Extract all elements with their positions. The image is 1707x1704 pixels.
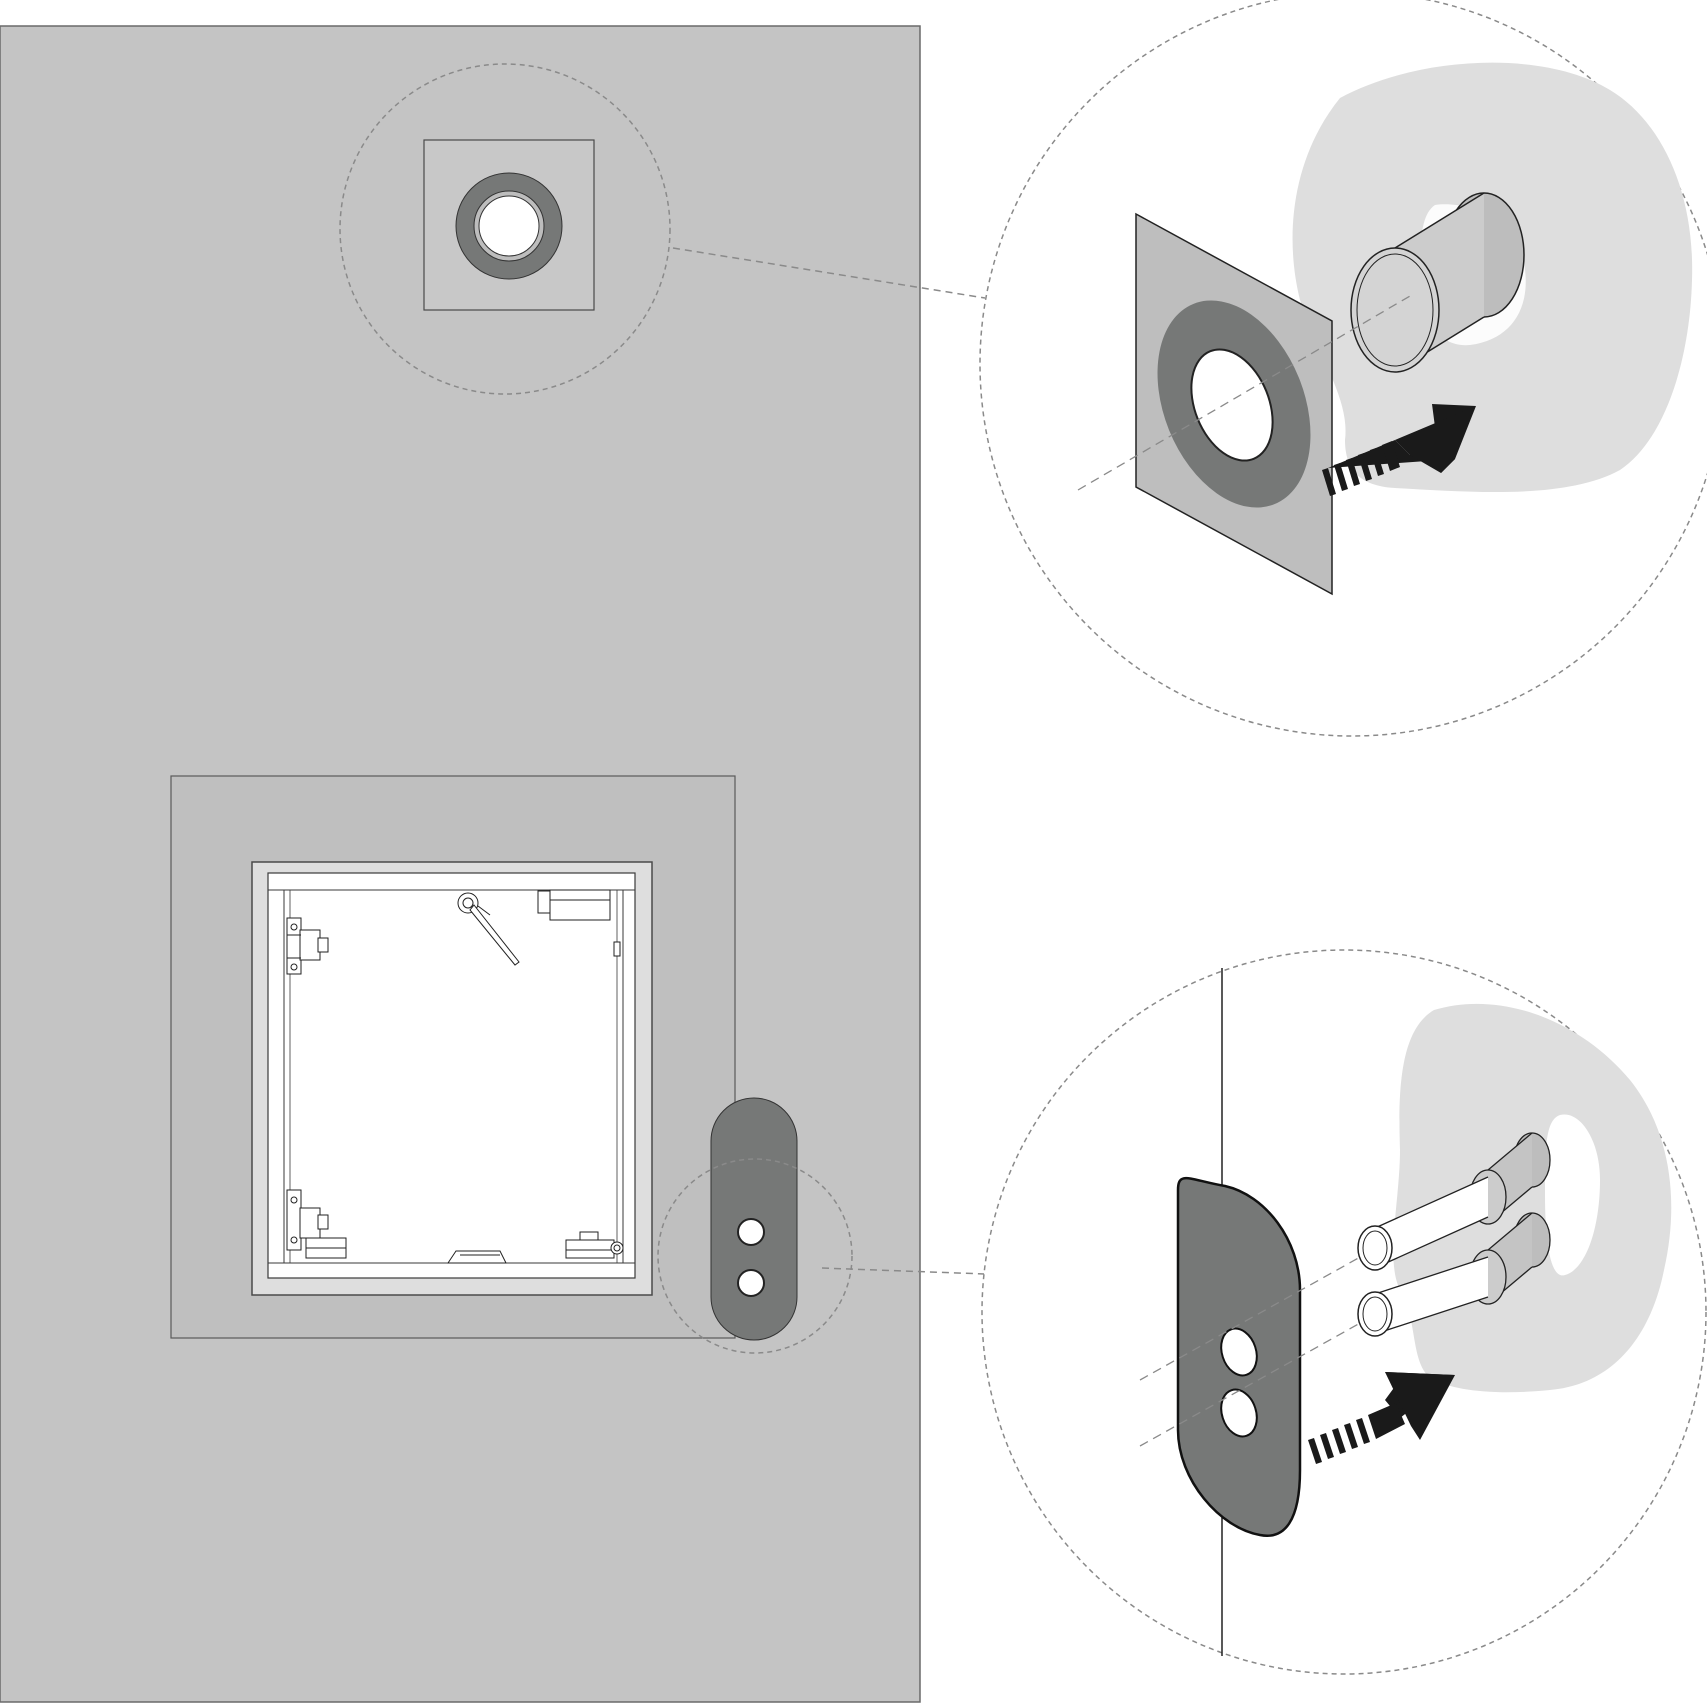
oval-gasket-plate (1176, 1176, 1302, 1537)
round-sleeve-opening (478, 195, 540, 257)
lower-alignment-axis-1 (1139, 1255, 1363, 1381)
wall-opening-backdrop-lower (1393, 1003, 1672, 1393)
hinge-bottom-left (286, 1189, 347, 1259)
pipe-hole-lower (737, 1269, 765, 1297)
oval-plate-hole-lower (1220, 1388, 1258, 1438)
twin-pipe-gasket-detail (981, 949, 1707, 1675)
pipe-hole-upper (737, 1218, 765, 1246)
upper-highlight-circle (339, 63, 671, 395)
pipe-lower (1357, 1212, 1551, 1337)
push-in-arrow-icon (1308, 1372, 1455, 1464)
pipe-upper (1357, 1132, 1551, 1271)
upper-leader-line (672, 247, 986, 299)
upper-square-plate (423, 139, 595, 311)
push-in-arrow-icon (1322, 404, 1476, 496)
round-sleeve (1350, 192, 1525, 373)
lower-oval-plate (710, 1097, 798, 1341)
upper-alignment-axis (1077, 295, 1411, 491)
cabinet-box (251, 861, 653, 1296)
foot-bottom-right (565, 1231, 624, 1259)
lower-leader-line (821, 1267, 986, 1275)
junction-box-top-right (537, 889, 611, 921)
square-gasket-plate (1135, 212, 1333, 596)
lower-alignment-axis-2 (1139, 1321, 1363, 1447)
round-sleeve-gasket-detail (979, 0, 1707, 737)
hinge-top-left (286, 917, 329, 975)
bottom-bracket (447, 1250, 507, 1264)
oval-plate-hole-upper (1220, 1327, 1258, 1377)
square-plate-opening (1190, 348, 1274, 462)
lower-highlight-circle (657, 1158, 853, 1354)
cable-gland-top (457, 892, 520, 966)
